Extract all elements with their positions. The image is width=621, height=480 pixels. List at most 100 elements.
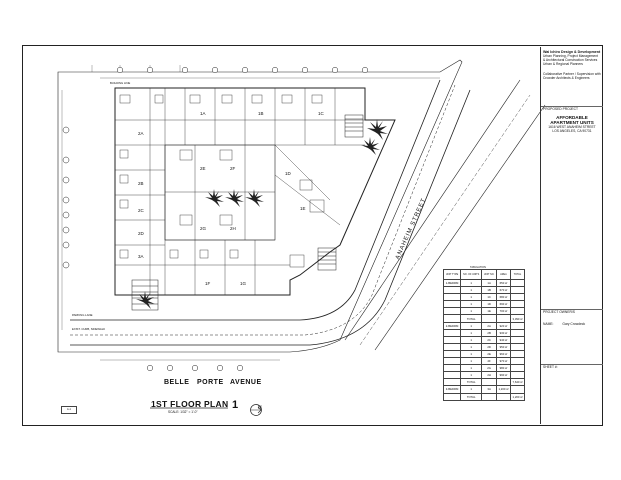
street-word-3: AVENUE bbox=[230, 379, 262, 386]
north-number: 1 bbox=[232, 399, 239, 411]
table-cell: 1-BEDRM bbox=[442, 278, 462, 288]
table-cell: 3A bbox=[481, 385, 497, 394]
project-name-1: AFFORDABLE bbox=[556, 115, 588, 120]
table-cell bbox=[481, 392, 497, 401]
table-cell bbox=[442, 307, 462, 316]
unit-label: 3A bbox=[138, 254, 144, 259]
table-title: TABULATION bbox=[470, 266, 486, 269]
table-cell: 690 sf bbox=[495, 300, 511, 309]
table-cell bbox=[509, 342, 526, 351]
table-cell bbox=[442, 314, 462, 323]
firm-line: & Architectural Construction Services bbox=[543, 58, 598, 62]
table-cell bbox=[442, 328, 462, 337]
drawing-sheet bbox=[22, 45, 603, 426]
table-cell: 1C bbox=[481, 293, 497, 302]
table-cell: 1 bbox=[460, 321, 483, 330]
firm-line: Urban & Regional Planners bbox=[543, 62, 583, 66]
street-word-1: BELLE bbox=[164, 379, 190, 386]
drawing-scale: SCALE: 1/32" = 1'-0" bbox=[168, 410, 198, 414]
table-cell bbox=[481, 378, 497, 387]
unit-labels: 2A 2B 2C 2D 2E 2F 2G 2H 3A 1A 1B 1C 1D 1… bbox=[138, 111, 325, 286]
table-cell: 930 sf bbox=[495, 328, 511, 337]
unit-label: 1A bbox=[200, 111, 206, 116]
table-cell: 2C bbox=[481, 335, 497, 344]
table-cell: 960 sf bbox=[495, 349, 511, 359]
table-cell: 2E bbox=[481, 349, 497, 359]
table-cell bbox=[509, 328, 526, 337]
table-cell bbox=[509, 321, 526, 330]
table-cell: 680 sf bbox=[495, 293, 511, 302]
table-cell bbox=[509, 371, 526, 380]
table-cell: TOTAL bbox=[460, 314, 483, 323]
table-cell: 2F bbox=[481, 357, 497, 366]
sheet-stamp: A-1 bbox=[61, 406, 77, 414]
table-cell: 1 bbox=[460, 286, 483, 295]
table-cell bbox=[509, 335, 526, 344]
table-cell: 1 bbox=[460, 371, 483, 380]
table-cell bbox=[509, 278, 526, 288]
table-cell: 2H bbox=[481, 371, 497, 380]
table-cell bbox=[442, 342, 462, 351]
unit-label: 2G bbox=[200, 226, 207, 231]
table-header-cell: AREA bbox=[495, 269, 511, 280]
table-cell: 1B bbox=[481, 286, 497, 295]
table-cell: TOTAL bbox=[460, 392, 483, 401]
table-cell bbox=[442, 293, 462, 302]
table-cell bbox=[509, 349, 526, 359]
table-cell: 650 sf bbox=[495, 278, 511, 288]
table-cell bbox=[442, 357, 462, 366]
table-cell bbox=[509, 385, 526, 394]
parcel-outline bbox=[57, 59, 463, 353]
table-cell: 950 sf bbox=[495, 342, 511, 351]
table-cell bbox=[442, 286, 462, 295]
unit-label: 2H bbox=[230, 226, 236, 231]
unit-label: 1G bbox=[240, 281, 247, 286]
palm-tree-icons bbox=[136, 119, 388, 309]
owner-name: Gary Crowdeck bbox=[562, 322, 586, 327]
table-header-cell: UNIT TYPE bbox=[442, 269, 462, 280]
table-cell: 7,640 sf bbox=[509, 378, 526, 387]
unit-label: 2F bbox=[230, 166, 236, 171]
table-cell: 1 bbox=[460, 293, 483, 302]
consultant-label: Collaborative Partner / Supervision with bbox=[543, 72, 601, 76]
grid-bubbles-bottom bbox=[146, 364, 244, 372]
table-cell bbox=[509, 286, 526, 295]
table-cell: 3,390 sf bbox=[509, 314, 526, 323]
grid-bubbles-top bbox=[116, 66, 369, 74]
consultant-firm: Crowder Architects & Engineers bbox=[543, 76, 590, 80]
table-cell: 1D bbox=[481, 300, 497, 309]
title-block: Wai Ichiro Design & Development Urban Pl… bbox=[540, 47, 603, 424]
table-cell: 1 bbox=[460, 300, 483, 309]
unit-label: 2A bbox=[138, 131, 144, 136]
table-cell: 1,200 sf bbox=[509, 392, 526, 401]
unit-label: 1D bbox=[285, 171, 292, 176]
table-cell: 2B bbox=[481, 328, 497, 337]
unit-label: 1E bbox=[300, 206, 306, 211]
table-cell: 1 bbox=[460, 357, 483, 366]
table-cell: 670 sf bbox=[495, 286, 511, 295]
table-cell: 1 bbox=[460, 328, 483, 337]
table-header-cell: NO. OF UNITS bbox=[460, 269, 483, 280]
street-word-2: PORTE bbox=[197, 379, 224, 386]
unit-label: 2E bbox=[200, 166, 206, 171]
table-cell bbox=[442, 300, 462, 309]
table-row: TOTAL 3,390 sf bbox=[442, 314, 526, 323]
firm-name: Wai Ichiro Design & Development bbox=[543, 50, 601, 54]
table-cell: 3-BEDRM bbox=[442, 385, 462, 394]
table-cell: 1 bbox=[460, 349, 483, 359]
table-cell bbox=[495, 378, 511, 387]
table-cell: 1A bbox=[481, 278, 497, 288]
table-cell: 920 sf bbox=[495, 321, 511, 330]
table-cell bbox=[442, 335, 462, 344]
unit-label: 1B bbox=[258, 111, 264, 116]
table-cell: 1,200 sf bbox=[495, 385, 511, 394]
